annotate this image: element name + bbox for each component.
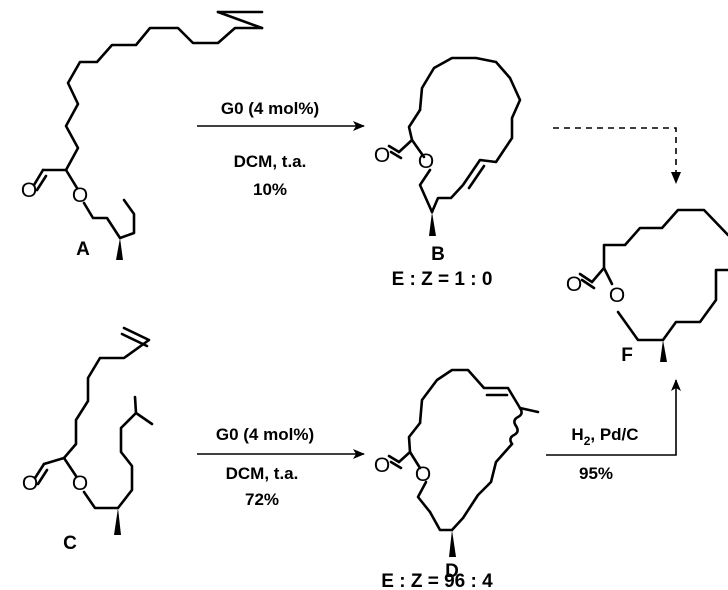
wedge-bond: [116, 238, 123, 260]
oxygen-atom: O: [609, 284, 625, 307]
oxygen-atom: O: [418, 150, 434, 173]
compound-label-b: B: [431, 244, 445, 265]
oxygen-atom: O: [21, 179, 37, 202]
wedge-bond: [660, 340, 667, 362]
compound-label-c: C: [63, 533, 77, 554]
oxygen-atom: O: [566, 273, 582, 296]
ratio-b: E : Z = 1 : 0: [392, 269, 493, 290]
oxygen-atom: O: [72, 184, 88, 207]
ratio-d: E : Z = 96 : 4: [381, 571, 493, 590]
solvent-r1: DCM, t.a.: [234, 152, 307, 171]
yield-r1: 10%: [253, 180, 287, 199]
oxygen-atom: O: [374, 454, 390, 477]
yield-r3: 95%: [579, 464, 613, 483]
wedge-bond: [429, 212, 436, 236]
compound-label-a: A: [76, 239, 90, 260]
oxygen-atom: O: [415, 463, 431, 486]
compound-f-structure: [578, 208, 728, 362]
compound-d-structure: [387, 368, 540, 557]
reagent-r2: G0 (4 mol%): [216, 425, 314, 444]
oxygen-atom: O: [374, 144, 390, 167]
reagent-r3: H2, Pd/C: [571, 425, 638, 448]
reagent-r1: G0 (4 mol%): [221, 99, 319, 118]
oxygen-atom: O: [22, 472, 38, 495]
reaction-arrow-3: [546, 379, 681, 456]
compound-c-structure: [33, 326, 154, 535]
compound-b-structure: [387, 56, 522, 236]
yield-r2: 72%: [245, 490, 279, 509]
compound-a-structure: [32, 10, 264, 260]
solvent-r2: DCM, t.a.: [226, 464, 299, 483]
oxygen-atom: O: [72, 472, 88, 495]
compound-label-d: D: [445, 561, 459, 582]
compound-label-f: F: [621, 345, 633, 366]
wedge-bond: [114, 508, 121, 535]
dashed-arrow: [553, 127, 677, 178]
wedge-bond: [449, 530, 456, 557]
dashed-arrow-head: [671, 172, 681, 184]
wavy-bond: [509, 406, 523, 446]
